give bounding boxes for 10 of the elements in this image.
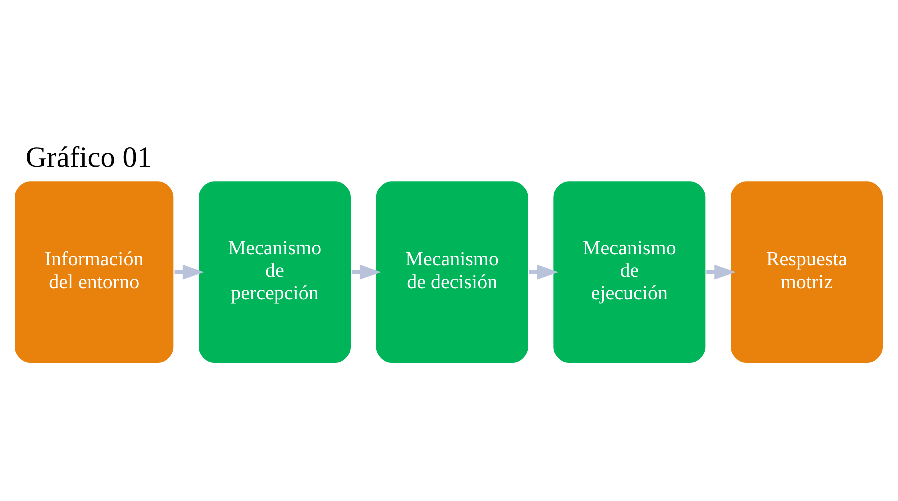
diagram-title: Gráfico 01 — [26, 142, 152, 174]
node-box: Respuesta motriz — [730, 180, 884, 364]
node-box: Mecanismo de decisión — [375, 180, 530, 364]
arrow — [706, 264, 736, 280]
arrow — [529, 264, 559, 280]
node-box: Mecanismo de percepción — [198, 180, 352, 364]
arrow — [174, 264, 204, 280]
node-box: Mecanismo de ejecución — [552, 180, 707, 364]
node-box: Información del entorno — [14, 180, 175, 364]
arrow — [352, 264, 382, 280]
